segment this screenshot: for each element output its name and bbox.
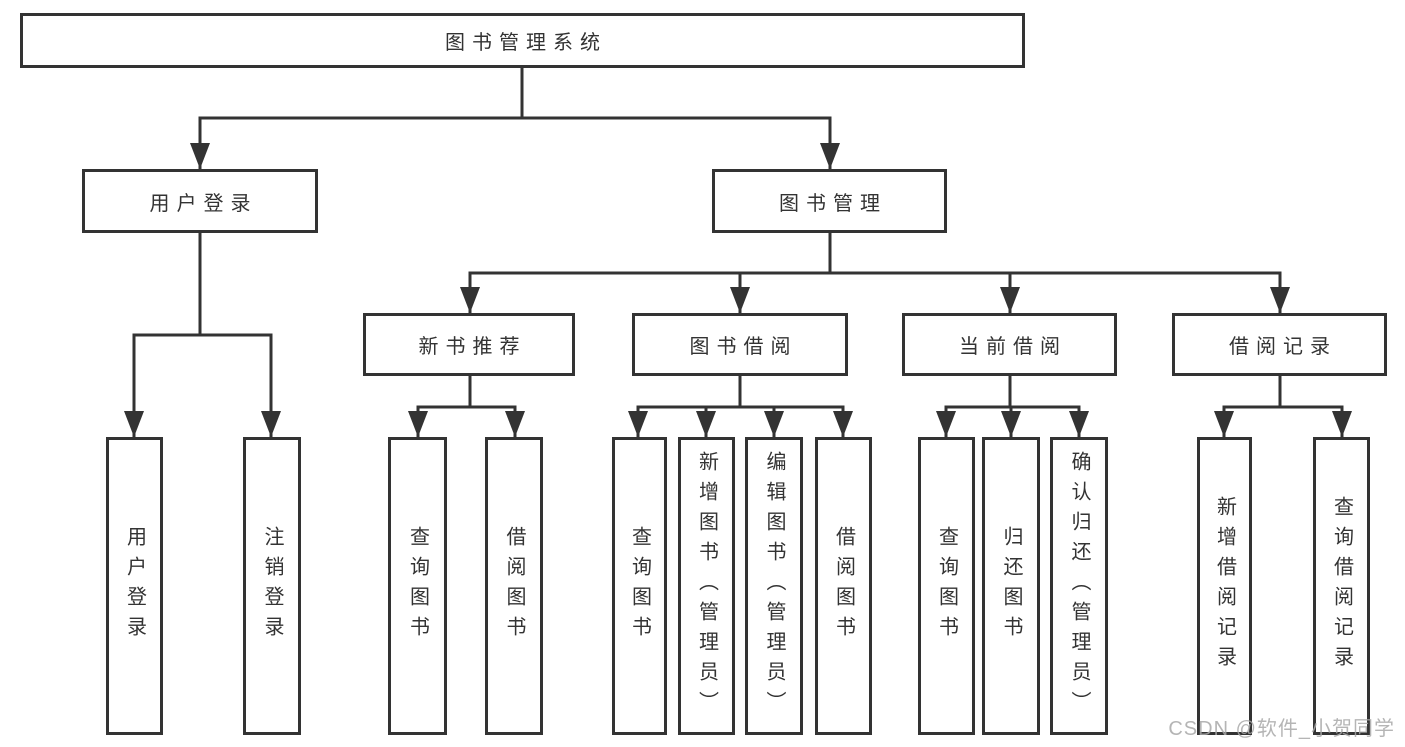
node-borrowing-records: 借阅记录 bbox=[1172, 313, 1387, 376]
leaf-borrow-books: 借阅图书 bbox=[815, 437, 872, 735]
leaf-borrow-books-recommend: 借阅图书 bbox=[485, 437, 543, 735]
leaf-add-books-admin: 新增图书（管理员） bbox=[678, 437, 735, 735]
node-book-management: 图书管理 bbox=[712, 169, 947, 233]
leaf-confirm-return-admin: 确认归还（管理员） bbox=[1050, 437, 1108, 735]
leaf-borrow-books-label: 借阅图书 bbox=[832, 526, 855, 646]
leaf-query-borrow-record: 查询借阅记录 bbox=[1313, 437, 1370, 735]
leaf-confirm-return-admin-label: 确认归还（管理员） bbox=[1068, 451, 1090, 721]
leaf-query-books-recommend: 查询图书 bbox=[388, 437, 447, 735]
leaf-add-borrow-record: 新增借阅记录 bbox=[1197, 437, 1252, 735]
leaf-borrow-books-recommend-label: 借阅图书 bbox=[503, 526, 525, 646]
leaf-query-books-current: 查询图书 bbox=[918, 437, 975, 735]
csdn-watermark: CSDN @软件_小贺同学 bbox=[1168, 718, 1395, 740]
leaf-query-books-borrow-label: 查询图书 bbox=[628, 526, 651, 646]
node-new-book-recommend: 新书推荐 bbox=[363, 313, 575, 376]
node-user-login: 用户登录 bbox=[82, 169, 318, 233]
leaf-return-books: 归还图书 bbox=[982, 437, 1040, 735]
leaf-return-books-label: 归还图书 bbox=[1000, 526, 1022, 646]
leaf-user-login-label: 用户登录 bbox=[123, 526, 146, 646]
leaf-query-borrow-record-label: 查询借阅记录 bbox=[1330, 496, 1353, 676]
node-current-borrowing: 当前借阅 bbox=[902, 313, 1117, 376]
node-book-borrowing: 图书借阅 bbox=[632, 313, 848, 376]
leaf-logout-label: 注销登录 bbox=[261, 526, 283, 646]
leaf-add-books-admin-label: 新增图书（管理员） bbox=[695, 451, 718, 721]
node-root-system: 图书管理系统 bbox=[20, 13, 1025, 68]
leaf-add-borrow-record-label: 新增借阅记录 bbox=[1213, 496, 1236, 676]
leaf-logout: 注销登录 bbox=[243, 437, 301, 735]
leaf-query-books-current-label: 查询图书 bbox=[935, 526, 958, 646]
leaf-edit-books-admin: 编辑图书（管理员） bbox=[745, 437, 803, 735]
leaf-query-books-recommend-label: 查询图书 bbox=[406, 526, 429, 646]
leaf-user-login: 用户登录 bbox=[106, 437, 163, 735]
leaf-query-books-borrow: 查询图书 bbox=[612, 437, 667, 735]
leaf-edit-books-admin-label: 编辑图书（管理员） bbox=[763, 451, 785, 721]
